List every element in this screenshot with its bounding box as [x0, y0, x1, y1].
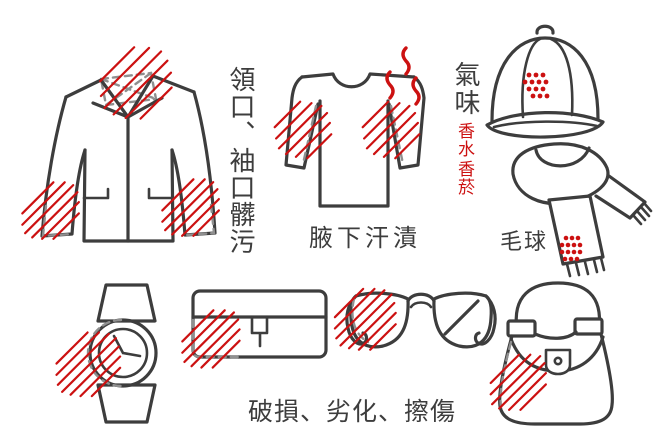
label-odor: 氣味	[450, 61, 480, 117]
wear-hatch-left-cuff	[21, 181, 80, 240]
wear-hatch-collar	[99, 46, 173, 120]
scarf-loop	[511, 142, 610, 206]
odor-waves-icon	[385, 46, 421, 106]
damage-hatch-wallet	[181, 309, 241, 369]
scarf-front-fringe	[565, 256, 606, 278]
baseball-cap-icon	[485, 24, 605, 139]
watch-worn-dashes	[86, 318, 123, 388]
sunglasses-glare-line	[443, 299, 480, 336]
handbag-handle	[514, 281, 602, 332]
jacket-collar-worn-dashes	[99, 71, 158, 107]
handbag-clasp	[544, 348, 572, 376]
wear-hatch-right-cuff	[161, 178, 220, 237]
pilling-dots-cap	[522, 72, 550, 99]
label-odor-perfume: 香水	[454, 122, 474, 158]
damage-hatch-watch	[55, 331, 122, 398]
wallet-clasp	[250, 315, 269, 348]
label-damage-wear: 破損、劣化、擦傷	[248, 397, 457, 426]
sweat-hatch-left-underarm	[273, 100, 333, 160]
scarf-front-tail	[547, 194, 605, 266]
label-collar-cuff-dirt: 領口、袖口髒污	[225, 66, 255, 255]
jacket-pockets	[82, 187, 175, 200]
label-underarm-sweat: 腋下汗漬	[309, 224, 421, 252]
wallet-icon	[181, 289, 328, 369]
sunglasses-right-lens	[432, 291, 493, 349]
sunglasses-icon	[333, 287, 497, 351]
jacket-icon	[21, 46, 220, 243]
long-sleeve-shirt-icon	[273, 46, 426, 208]
pilling-dots-scarf	[559, 235, 583, 262]
sweat-hatch-right-underarm	[361, 100, 421, 160]
damage-hatch-sunglasses	[333, 287, 397, 351]
scarf-icon	[511, 142, 653, 278]
sunglasses-left-lens	[349, 291, 410, 349]
handbag-icon	[489, 281, 614, 426]
label-odor-tobacco: 香菸	[454, 160, 474, 196]
sunglasses-worn-dashes	[351, 297, 370, 344]
scarf-right-fringe	[631, 201, 653, 226]
damage-hatch-handbag	[489, 353, 547, 411]
handbag-worn-dashes	[499, 340, 513, 409]
label-pilling: 毛球	[500, 230, 549, 255]
wristwatch-icon	[55, 283, 158, 424]
shirt-underarm-worn-dashes	[301, 104, 405, 166]
